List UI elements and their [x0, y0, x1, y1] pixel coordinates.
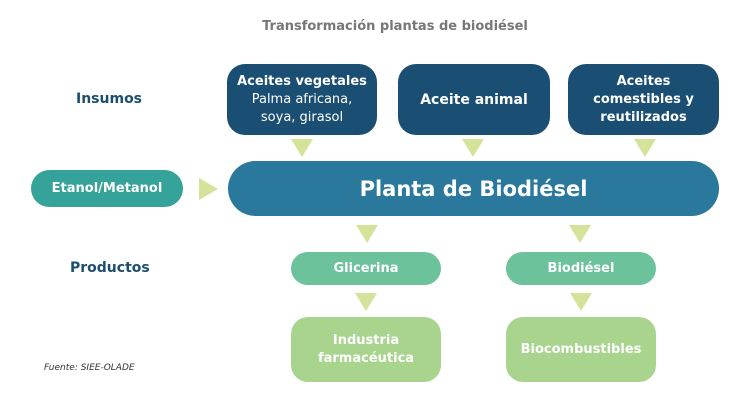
input-aceites-reutilizados: Aceites comestibles y reutilizados: [568, 64, 719, 135]
plant-biodiesel: Planta de Biodiésel: [228, 161, 719, 216]
use-industria-farmaceutica: Industria farmacéutica: [291, 317, 441, 382]
reagent-etanol-metanol: Etanol/Metanol: [31, 170, 183, 207]
use-biocombustibles: Biocombustibles: [506, 317, 656, 382]
input-aceites-vegetales: Aceites vegetales Palma africana, soya, …: [227, 64, 377, 135]
arrow-right-icon: [199, 178, 218, 200]
arrow-down-icon: [634, 139, 656, 157]
arrow-down-icon: [291, 139, 313, 157]
product-glicerina: Glicerina: [291, 252, 441, 285]
label-productos: Productos: [70, 260, 150, 276]
input-aceite-animal: Aceite animal: [398, 64, 550, 135]
arrow-down-icon: [570, 293, 592, 311]
label-insumos: Insumos: [76, 91, 143, 107]
product-biodiesel: Biodiésel: [506, 252, 656, 285]
source-note: Fuente: SIEE-OLADE: [44, 363, 135, 373]
arrow-down-icon: [462, 139, 484, 157]
arrow-down-icon: [569, 225, 591, 243]
diagram-title: Transformación plantas de biodiésel: [262, 19, 528, 34]
arrow-down-icon: [355, 293, 377, 311]
arrow-down-icon: [356, 225, 378, 243]
